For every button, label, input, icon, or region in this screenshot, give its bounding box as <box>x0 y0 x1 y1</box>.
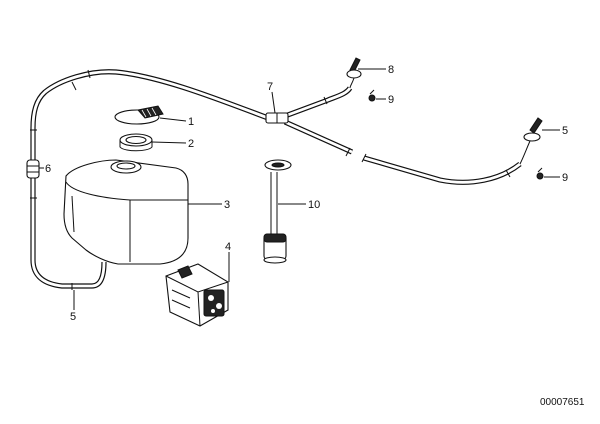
screw-lower <box>536 167 544 180</box>
callout-5b: 5 <box>562 125 568 137</box>
leader-lines <box>39 68 560 310</box>
washer-tank <box>63 159 189 265</box>
hose-sleeves <box>30 69 511 290</box>
callout-9a: 9 <box>388 94 394 106</box>
callout-10: 10 <box>308 199 320 211</box>
reference-number: 00007651 <box>540 397 585 408</box>
nozzle-upper <box>346 57 362 89</box>
callout-8: 8 <box>388 64 394 76</box>
callout-6: 6 <box>45 163 51 175</box>
check-valve <box>26 159 40 179</box>
washer-pump <box>165 263 229 327</box>
callout-9b: 9 <box>562 172 568 184</box>
callout-1: 1 <box>188 116 194 128</box>
callout-4: 4 <box>225 241 231 253</box>
callout-7: 7 <box>267 81 273 93</box>
callout-labels: 1 2 3 4 5 6 7 8 9 5 9 10 <box>45 64 568 323</box>
strainer-ring <box>119 133 153 152</box>
callout-2: 2 <box>188 138 194 150</box>
filler-cap <box>114 105 164 125</box>
screw-upper <box>368 89 376 102</box>
callout-3: 3 <box>224 199 230 211</box>
callout-5: 5 <box>70 311 76 323</box>
nozzle-lower <box>519 117 543 165</box>
level-sensor <box>263 159 292 264</box>
hose-network <box>30 69 522 289</box>
tee-connector <box>265 112 289 124</box>
